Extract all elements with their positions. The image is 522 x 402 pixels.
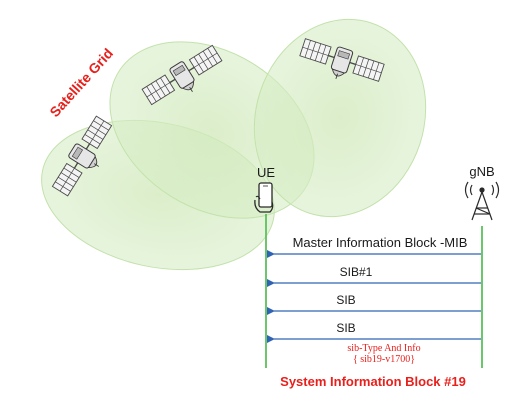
antenna-tower-icon <box>464 181 500 221</box>
phone-icon <box>254 182 274 213</box>
ue-label: UE <box>257 165 275 180</box>
gnb-label: gNB <box>469 164 494 179</box>
sib-message-label: SIB <box>336 321 355 335</box>
mib-message-label: Master Information Block -MIB <box>293 235 468 250</box>
sib1-message-label: SIB#1 <box>340 265 373 279</box>
sib-message-label: SIB <box>336 293 355 307</box>
sib19-version-note: { sib19-v1700} <box>353 354 415 365</box>
satellite-grid-label: Satellite Grid <box>46 45 116 120</box>
sib-type-note: sib-Type And Info <box>347 343 420 354</box>
diagram-footer-title: System Information Block #19 <box>280 374 466 389</box>
